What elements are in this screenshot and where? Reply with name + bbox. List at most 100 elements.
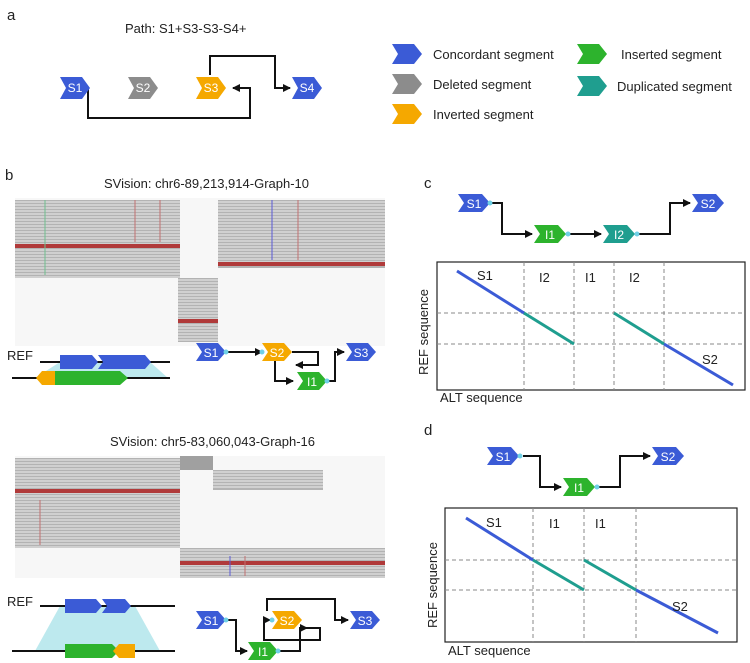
svg-text:S4: S4 [300,81,315,95]
svg-text:I1: I1 [545,228,555,242]
c-ylabel: REF sequence [416,289,431,375]
d-xlabel: ALT sequence [448,643,531,658]
svg-text:I1: I1 [258,645,268,659]
svg-text:S2: S2 [270,346,285,360]
d-label-i1a: I1 [549,516,560,531]
inverted-swatch [392,104,422,124]
svg-text:S2: S2 [701,197,716,211]
split-read-5 [180,561,385,565]
c-xlabel: ALT sequence [440,390,523,405]
deleted-swatch [392,74,422,94]
d-label-i1b: I1 [595,516,606,531]
ref-label-2: REF [7,594,33,609]
panel-b: b SVision: chr6-89,213,914-Graph-10 REF [5,167,385,660]
panel-a: a Path: S1+S3-S3-S4+ S1 S2 S3 S4 Concord… [7,7,732,124]
d-line-dup-1 [532,558,585,592]
read-lines-2 [15,459,385,578]
svg-text:Deleted segment: Deleted segment [433,77,532,92]
g2-node-s3: S3 [350,611,380,629]
svg-text:Concordant segment: Concordant segment [433,47,554,62]
g1-node-s1: S1 [196,343,229,361]
c-line-s2 [663,342,734,387]
segment-s2: S2 [128,77,158,99]
legend-item-inserted: Inserted segment [577,44,722,64]
ref-diagram-2: REF [7,594,175,658]
svg-text:S2: S2 [661,450,676,464]
c-line-dup-2 [613,311,665,346]
duplicated-swatch [577,76,607,96]
split-read-4 [15,489,180,493]
c-node-s1: S1 [458,194,493,212]
g1-node-i1: I1 [297,372,330,390]
legend-item-duplicated: Duplicated segment [577,76,732,96]
d-node-s1: S1 [487,447,523,465]
split-read-1 [15,244,180,248]
segment-s1: S1 [60,77,90,99]
panel-a-letter: a [7,7,16,24]
svg-text:S3: S3 [354,346,369,360]
legend-item-inverted: Inverted segment [392,104,534,124]
legend: Concordant segment Inserted segment Dele… [392,44,732,124]
panel-d: d S1 I1 S2 [424,422,738,658]
svg-text:S2: S2 [280,614,295,628]
c-label-s2: S2 [702,352,718,367]
graph-1: S1 S2 S3 I1 [196,343,376,390]
svg-text:S1: S1 [496,450,511,464]
graph-c: S1 I1 I2 S2 [458,194,724,243]
svg-text:Inserted segment: Inserted segment [621,47,722,62]
c-node-s2: S2 [692,194,724,212]
split-read-3 [178,319,218,323]
dotplot-c: S1 I2 I1 I2 S2 ALT sequence REF sequence [416,261,746,405]
d-line-dup-2 [583,558,637,592]
split-read-2 [218,262,385,266]
c-label-i2b: I2 [629,270,640,285]
svg-text:I1: I1 [574,481,584,495]
legend-item-deleted: Deleted segment [392,74,532,94]
g1-node-s2: S2 [259,343,292,361]
g2-node-s1: S1 [196,611,229,629]
graph-2: S1 S2 S3 I1 [196,598,380,660]
svg-text:S1: S1 [204,346,219,360]
ref-label-1: REF [7,348,33,363]
c-node-i2: I2 [603,225,640,243]
c-label-i1: I1 [585,270,596,285]
svg-text:S1: S1 [467,197,482,211]
g2-node-i1: I1 [248,642,281,660]
panel-b-title-1: SVision: chr6-89,213,914-Graph-10 [104,176,309,191]
d-node-s2: S2 [652,447,684,465]
d-ylabel: REF sequence [425,542,440,628]
svg-text:Inverted segment: Inverted segment [433,107,534,122]
c-line-s1 [456,269,525,315]
svg-text:S1: S1 [204,614,219,628]
panel-c: c S1 I1 I2 S2 [416,175,746,405]
g2-node-s2: S2 [269,611,302,629]
svg-text:Duplicated segment: Duplicated segment [617,79,732,94]
svg-text:I2: I2 [614,228,624,242]
g1-node-s3: S3 [346,343,376,361]
c-label-i2a: I2 [539,270,550,285]
d-label-s1: S1 [486,515,502,530]
d-node-i1: I1 [563,478,600,496]
connector-s3-s4 [209,55,291,92]
concordant-swatch [392,44,422,64]
svg-text:S3: S3 [358,614,373,628]
segment-s4: S4 [292,77,322,99]
segment-s3: S3 [196,77,226,99]
c-label-s1: S1 [477,268,493,283]
ref-diagram-1: REF [7,348,170,385]
panel-a-path-title: Path: S1+S3-S3-S4+ [125,21,246,36]
c-node-i1: I1 [534,225,571,243]
svg-text:S1: S1 [68,81,83,95]
svg-text:I1: I1 [307,375,317,389]
d-label-s2: S2 [672,599,688,614]
d-line-s1 [465,516,534,562]
panel-b-title-2: SVision: chr5-83,060,043-Graph-16 [110,434,315,449]
dotplot-d: S1 I1 I1 S2 ALT sequence REF sequence [425,507,738,658]
graph-d: S1 I1 S2 [487,447,684,496]
read-pileup-2 [15,456,385,578]
panel-b-letter: b [5,167,13,184]
svg-text:S3: S3 [204,81,219,95]
read-pileup-1 [15,198,385,346]
legend-item-concordant: Concordant segment [392,44,554,64]
